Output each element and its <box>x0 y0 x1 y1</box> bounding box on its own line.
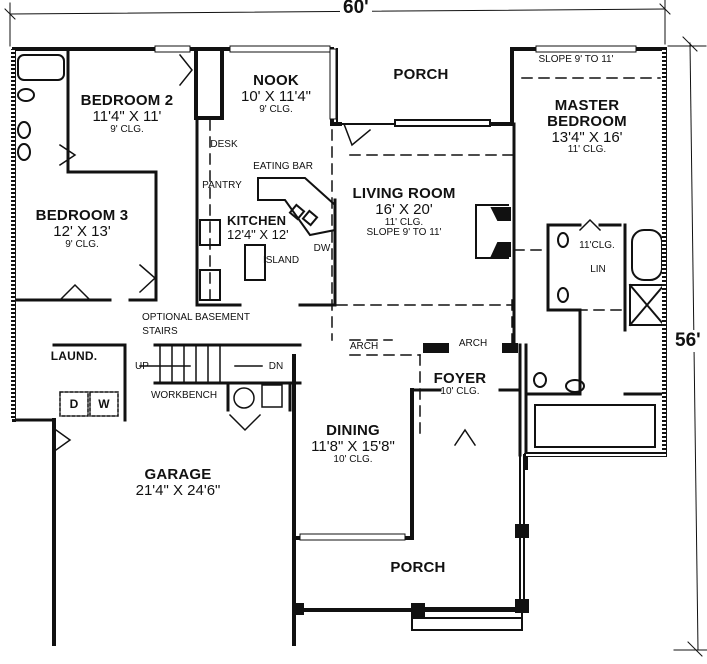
room-name: GARAGE <box>144 466 212 483</box>
basement-stairs-label-1: OPTIONAL BASEMENT <box>142 312 250 323</box>
room-front-porch: PORCH <box>390 560 445 576</box>
room-size: 12'4" X 12' <box>227 226 289 242</box>
workbench-label: WORKBENCH <box>150 390 218 401</box>
basement-stairs-label-2: STAIRS <box>142 326 178 337</box>
room-name: FOYER <box>433 370 487 387</box>
room-ceiling: 10' CLG. <box>440 385 480 397</box>
room-name: DINING <box>326 422 380 439</box>
room-living-room: LIVING ROOM 16' X 20' 11' CLG. SLOPE 9' … <box>352 186 455 239</box>
master-slope-note: SLOPE 9' TO 11' <box>538 54 614 65</box>
dashed-lines <box>209 77 661 441</box>
room-ceiling: 9' CLG. <box>110 123 144 135</box>
room-name-line1: MASTER <box>554 97 620 114</box>
stairs-down-label: DN <box>268 361 284 372</box>
room-size: 11'4" X 11' <box>92 107 162 125</box>
room-bedroom-2: BEDROOM 2 11'4" X 11' 9' CLG. <box>81 93 174 135</box>
windows <box>154 45 637 541</box>
room-name: KITCHEN <box>227 213 287 228</box>
room-nook: NOOK 10' X 11'4" 9' CLG. <box>241 73 311 115</box>
eating-bar-label: EATING BAR <box>253 161 313 172</box>
master-bath-ceiling: 11'CLG. <box>579 240 615 251</box>
room-size: 11'8" X 15'8" <box>311 437 395 455</box>
room-name: BEDROOM 3 <box>35 207 129 224</box>
room-bedroom-3: BEDROOM 3 12' X 13' 9' CLG. <box>36 208 129 250</box>
room-garage: GARAGE 21'4" X 24'6" <box>136 467 221 499</box>
room-foyer: FOYER 10' CLG. <box>434 371 487 397</box>
fireplace <box>475 204 511 259</box>
depth-dimension: 56' <box>672 330 704 352</box>
room-laundry: LAUND. <box>50 349 98 363</box>
front-porch <box>294 454 529 631</box>
kitchen-fixtures <box>199 177 336 301</box>
room-ceiling: 11' CLG. <box>384 216 424 228</box>
room-kitchen: KITCHEN 12'4" X 12' <box>227 214 289 241</box>
room-name: PORCH <box>393 66 449 83</box>
room-size: 12' X 13' <box>53 222 111 240</box>
room-name-line2: BEDROOM <box>547 112 627 130</box>
room-name: NOOK <box>253 72 299 89</box>
room-dining: DINING 11'8" X 15'8" 10' CLG. <box>311 423 395 465</box>
room-ceiling: 11' CLG. <box>567 144 607 156</box>
interior-walls <box>12 47 667 457</box>
room-name: BEDROOM 2 <box>80 92 174 109</box>
room-name: PORCH <box>390 559 446 576</box>
pantry-label: PANTRY <box>202 180 242 191</box>
room-size: 13'4" X 16' <box>551 128 623 146</box>
dryer-label: D <box>69 397 79 411</box>
door-swings <box>54 53 602 452</box>
room-master-bedroom: MASTER BEDROOM 13'4" X 16' 11' CLG. <box>547 98 627 156</box>
desk-label: DESK <box>210 139 238 150</box>
laundry-appliances <box>59 391 119 417</box>
arch-posts <box>423 343 518 353</box>
room-ceiling: 9' CLG. <box>259 103 293 115</box>
arch-label-1: ARCH <box>349 341 379 352</box>
linen-label: LIN <box>590 264 606 275</box>
room-rear-porch: PORCH <box>393 67 448 83</box>
arch-label-2: ARCH <box>458 338 488 349</box>
room-size: 16' X 20' <box>375 200 433 218</box>
stairs-up-label: UP <box>135 361 149 372</box>
room-slope-note: SLOPE 9' TO 11' <box>366 227 442 238</box>
stairs <box>139 344 283 409</box>
dishwasher-label: DW <box>313 243 331 254</box>
room-ceiling: 10' CLG. <box>333 453 373 465</box>
washer-label: W <box>98 397 110 411</box>
room-size: 10' X 11'4" <box>241 87 311 105</box>
island-label: ISLAND <box>262 255 300 266</box>
rear-porch-walls <box>336 48 513 127</box>
room-name: LIVING ROOM <box>352 185 456 202</box>
room-ceiling: 9' CLG. <box>65 238 99 250</box>
width-dimension: 60' <box>340 0 372 19</box>
room-size: 21'4" X 24'6" <box>135 481 221 499</box>
